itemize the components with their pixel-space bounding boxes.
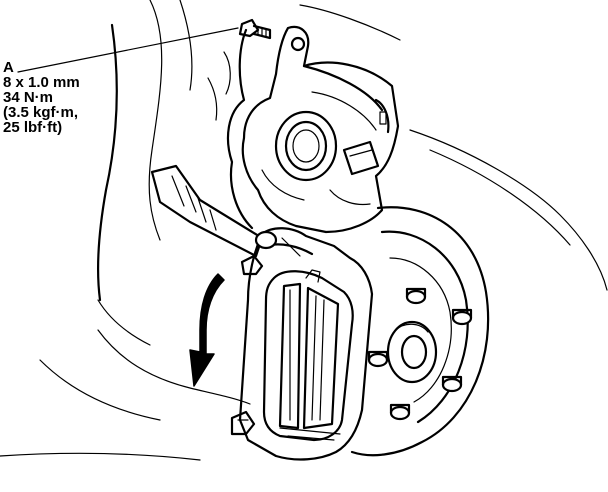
wheel-well-outline bbox=[0, 0, 608, 461]
callout-leader-line bbox=[17, 27, 239, 73]
wheel-stud bbox=[441, 375, 463, 393]
callout-torque-nm: 34 N·m bbox=[3, 89, 54, 106]
callout-label: A bbox=[3, 59, 14, 76]
wheel-stud bbox=[389, 403, 411, 421]
bolt-torque-callout: A 8 x 1.0 mm 34 N·m (3.5 kgf·m, 25 lbf·f… bbox=[3, 60, 80, 135]
callout-torque-lbfft: 25 lbf·ft) bbox=[3, 119, 63, 136]
slide-pin-bolt bbox=[230, 410, 256, 436]
slide-pin-bolt bbox=[240, 254, 264, 276]
callout-torque-kgfm: (3.5 kgf·m, bbox=[3, 104, 79, 121]
wheel-studs bbox=[367, 287, 473, 421]
tie-rod bbox=[150, 164, 264, 258]
wheel-stud bbox=[405, 287, 427, 305]
brake-pads bbox=[262, 269, 354, 442]
caliper-body bbox=[241, 25, 400, 234]
caliper-bracket bbox=[238, 227, 374, 461]
brake-rotor bbox=[350, 206, 490, 457]
wheel-stud bbox=[367, 350, 389, 368]
caliper-bolt-a bbox=[238, 18, 272, 40]
steering-knuckle bbox=[207, 28, 254, 230]
wheel-stud bbox=[451, 308, 473, 326]
rotation-direction-arrow bbox=[189, 273, 225, 387]
callout-bolt-size: 8 x 1.0 mm bbox=[3, 74, 80, 91]
